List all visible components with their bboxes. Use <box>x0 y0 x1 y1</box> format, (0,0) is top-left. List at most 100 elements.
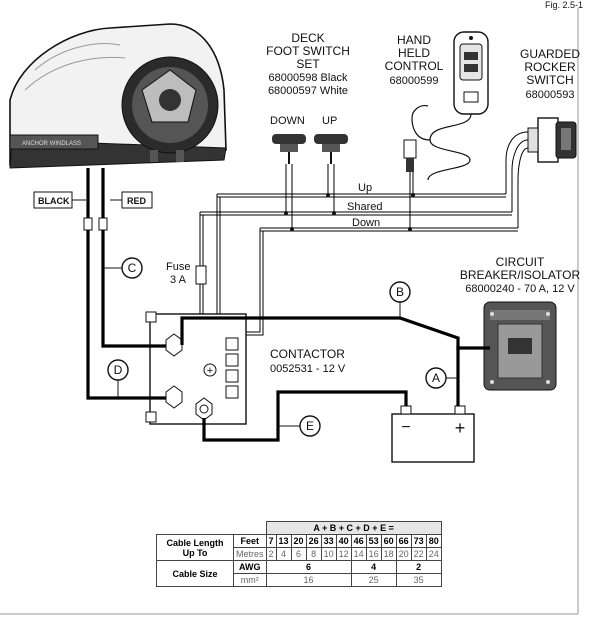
svg-text:0052531 - 12 V: 0052531 - 12 V <box>270 363 346 375</box>
feet-cell: 26 <box>305 534 322 548</box>
feet-cell: 33 <box>320 534 337 548</box>
callout-d: D <box>107 359 129 398</box>
metres-cell: 20 <box>395 547 412 561</box>
cable-c <box>101 230 166 348</box>
fuse: Fuse 3 A <box>166 261 210 363</box>
svg-text:C: C <box>128 261 137 275</box>
svg-text:CONTACTOR: CONTACTOR <box>270 347 345 361</box>
svg-text:68000599: 68000599 <box>390 75 439 87</box>
hand-control-title: HAND HELD CONTROL 68000599 <box>385 33 444 87</box>
contactor-title: CONTACTOR 0052531 - 12 V <box>270 347 346 375</box>
foot-switch-up <box>314 134 348 164</box>
mm-cell: 16 <box>265 573 352 587</box>
metres-cell: 14 <box>350 547 367 561</box>
svg-text:ANCHOR WINDLASS: ANCHOR WINDLASS <box>22 141 81 147</box>
ring-terminal-black <box>83 217 93 231</box>
svg-text:SET: SET <box>296 57 320 71</box>
cable-e <box>202 390 408 442</box>
svg-text:FOOT SWITCH: FOOT SWITCH <box>266 44 350 58</box>
metres-cell: 22 <box>410 547 427 561</box>
fuse-rating: 3 A <box>170 274 187 286</box>
cable-d <box>86 230 166 400</box>
battery: − + <box>391 405 475 463</box>
windlass-motor: ANCHOR WINDLASS <box>9 23 227 169</box>
breaker-title: CIRCUIT BREAKER/ISOLATOR 68000240 - 70 A… <box>460 255 581 295</box>
up-switch-label: UP <box>322 115 337 127</box>
rocker-wires <box>505 131 529 228</box>
feet-label: Feet <box>233 534 267 548</box>
svg-text:CONTROL: CONTROL <box>385 59 444 73</box>
metres-cell: 16 <box>365 547 382 561</box>
feet-cell: 80 <box>425 534 442 548</box>
callout-a: A <box>425 367 458 389</box>
mm-cell: 25 <box>350 573 397 587</box>
fuse-label: Fuse <box>166 261 190 273</box>
svg-text:CIRCUIT: CIRCUIT <box>496 255 545 269</box>
svg-text:68000598 Black: 68000598 Black <box>269 72 348 84</box>
awg-cell: 2 <box>395 560 442 574</box>
ring-terminal-red <box>98 217 108 231</box>
svg-text:SWITCH: SWITCH <box>526 73 573 87</box>
callout-b: B <box>389 281 411 318</box>
feet-cell: 40 <box>335 534 352 548</box>
circuit-breaker <box>483 301 557 391</box>
svg-text:HELD: HELD <box>398 46 430 60</box>
cable-b <box>180 316 490 350</box>
svg-text:BREAKER/ISOLATOR: BREAKER/ISOLATOR <box>460 268 581 282</box>
svg-text:E: E <box>306 419 314 433</box>
metres-cell: 4 <box>275 547 292 561</box>
svg-text:68000240 - 70 A, 12 V: 68000240 - 70 A, 12 V <box>465 283 575 295</box>
red-label: RED <box>110 191 153 209</box>
awg-label: AWG <box>233 560 267 574</box>
shared-drop <box>199 212 204 266</box>
svg-text:BLACK: BLACK <box>38 196 70 206</box>
svg-text:A: A <box>432 371 440 385</box>
metres-cell: 18 <box>380 547 397 561</box>
svg-text:GUARDED: GUARDED <box>520 47 580 61</box>
feet-cell: 53 <box>365 534 382 548</box>
metres-cell: 2 <box>265 547 277 561</box>
feet-cell: 46 <box>350 534 367 548</box>
hand-plug <box>403 139 417 172</box>
svg-text:D: D <box>114 363 123 377</box>
rocker-title: GUARDED ROCKER SWITCH 68000593 <box>520 47 580 101</box>
hand-control-wires <box>409 172 414 228</box>
feet-cell: 7 <box>265 534 277 548</box>
feet-cell: 66 <box>395 534 412 548</box>
feet-cell: 73 <box>410 534 427 548</box>
svg-text:−: − <box>401 419 410 436</box>
mm-label: mm² <box>233 573 267 587</box>
coiled-cord <box>411 105 472 181</box>
metres-cell: 12 <box>335 547 352 561</box>
metres-cell: 8 <box>305 547 322 561</box>
metres-cell: 24 <box>425 547 442 561</box>
deck-switch-title: DECK FOOT SWITCH SET 68000598 Black 6800… <box>266 31 350 97</box>
callout-e: E <box>278 415 321 437</box>
svg-text:B: B <box>396 285 404 299</box>
svg-text:RED: RED <box>127 196 147 206</box>
svg-text:+: + <box>455 418 466 438</box>
svg-text:HAND: HAND <box>397 33 431 47</box>
black-label: BLACK <box>33 191 86 209</box>
svg-text:DECK: DECK <box>291 31 324 45</box>
table-header: A + B + C + D + E = <box>265 521 442 535</box>
awg-cell: 4 <box>350 560 397 574</box>
label-down: Down <box>352 217 380 229</box>
cable-size-label: Cable Size <box>156 560 234 587</box>
feet-cell: 13 <box>275 534 292 548</box>
hand-remote <box>453 31 489 115</box>
label-shared: Shared <box>347 201 382 213</box>
callout-c: C <box>103 257 143 279</box>
feet-cell: 20 <box>290 534 307 548</box>
figure-id: Fig. 2.5-1 <box>545 0 583 10</box>
metres-label: Metres <box>233 547 267 561</box>
feet-cell: 60 <box>380 534 397 548</box>
rocker-switch <box>527 117 577 163</box>
mm-cell: 35 <box>395 573 442 587</box>
metres-cell: 10 <box>320 547 337 561</box>
awg-cell: 6 <box>265 560 352 574</box>
svg-text:68000597 White: 68000597 White <box>268 85 348 97</box>
